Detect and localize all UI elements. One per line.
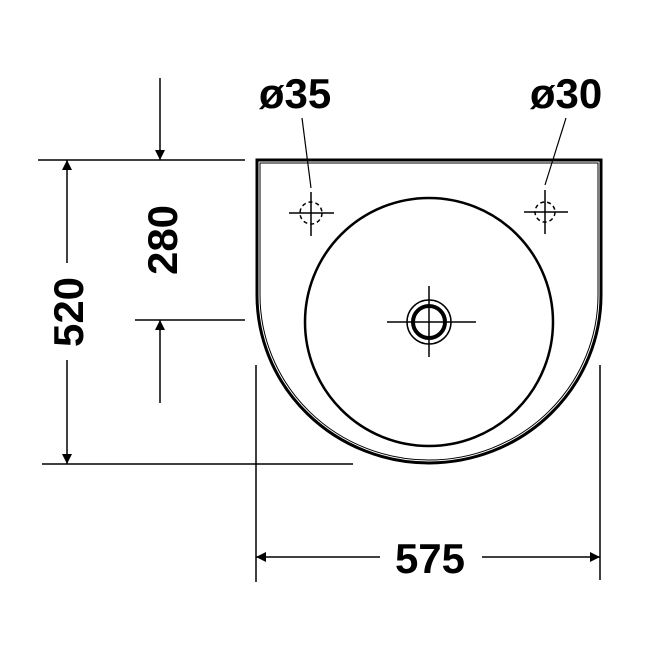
dim-label-575: 575 [395,535,465,582]
dim-label-520: 520 [45,277,92,347]
tap-hole-right [524,117,568,234]
bowl-circle [303,196,555,448]
basin-outline [255,158,603,465]
drain-icon [387,286,476,357]
dim-label-tap-left: ø35 [259,70,331,117]
dim-label-tap-right: ø30 [530,70,602,117]
extension-lines [38,159,601,582]
dim-label-280: 280 [139,205,186,275]
tap-hole-left [289,117,334,236]
